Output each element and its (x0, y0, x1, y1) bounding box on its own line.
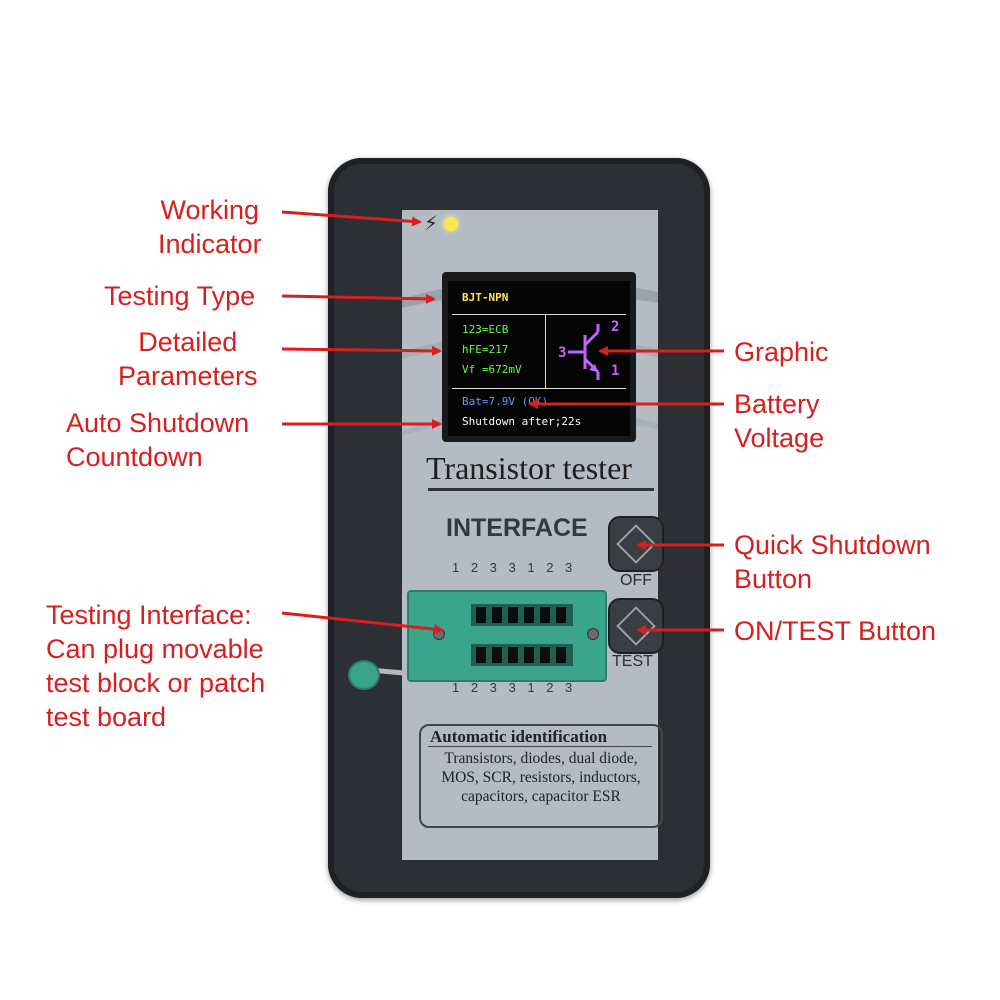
screen-param: 123=ECB (462, 323, 509, 336)
label-testing-interface: Testing Interface: Can plug movable test… (46, 598, 265, 734)
label-quick-shutdown: Quick Shutdown Button (734, 528, 931, 596)
label-line: Graphic (734, 337, 829, 367)
socket-lever[interactable] (348, 660, 380, 690)
label-line: Countdown (66, 442, 203, 472)
label-detailed-parameters: Detailed Parameters (118, 325, 258, 393)
auto-id-title: Automatic identification (430, 727, 608, 746)
diamond-icon (616, 524, 656, 564)
transistor-symbol-icon (568, 324, 600, 380)
label-line: test block or patch (46, 668, 266, 698)
auto-id-line: MOS, SCR, resistors, inductors, (441, 769, 641, 786)
working-led (444, 217, 458, 231)
label-line: test board (46, 702, 167, 732)
label-line: Can plug movable (46, 634, 264, 664)
socket-row (471, 644, 573, 666)
label-on-test: ON/TEST Button (734, 614, 936, 648)
label-line: Detailed (138, 327, 238, 357)
auto-id-body: Transistors, diodes, dual diode, MOS, SC… (424, 749, 658, 806)
screen-type: BJT-NPN (462, 291, 509, 304)
label-line: Indicator (158, 229, 262, 259)
screen-battery: Bat=7.9V (OK) (462, 395, 549, 408)
lcd-screen: BJT-NPN 123=ECB hFE=217 Vf =672mV 2 3 1 … (448, 281, 630, 436)
screen-param: hFE=217 (462, 343, 509, 356)
zif-socket[interactable] (407, 590, 607, 682)
off-label: OFF (620, 572, 652, 589)
screw-icon (587, 628, 599, 640)
screw-icon (433, 628, 445, 640)
label-line: Auto Shutdown (66, 408, 250, 438)
screen-shutdown: Shutdown after;22s (462, 415, 582, 428)
title-underline (428, 488, 654, 491)
screen-param: Vf =672mV (462, 363, 522, 376)
test-button[interactable] (608, 598, 664, 654)
device-title: Transistor tester (426, 450, 632, 486)
pin-numbers-top: 1 2 3 3 1 2 3 (452, 560, 577, 575)
label-line: Testing Type (104, 281, 256, 311)
label-line: Battery (734, 389, 820, 419)
auto-id-line: capacitors, capacitor ESR (461, 788, 621, 805)
label-battery-voltage: Battery Voltage (734, 387, 824, 455)
label-line: Testing Interface: (46, 600, 252, 630)
label-auto-shutdown: Auto Shutdown Countdown (66, 406, 249, 474)
label-line: ON/TEST Button (734, 616, 937, 646)
label-testing-type: Testing Type (104, 279, 255, 313)
label-line: Parameters (118, 361, 258, 391)
pin-numbers-bottom: 1 2 3 3 1 2 3 (452, 680, 577, 695)
auto-id-box (419, 724, 663, 828)
diamond-icon (616, 606, 656, 646)
auto-id-divider (428, 746, 652, 747)
interface-label: INTERFACE (446, 514, 588, 542)
symbol-pin: 1 (611, 363, 620, 379)
label-line: Voltage (734, 423, 825, 453)
label-line: Working (160, 195, 260, 225)
label-line: Button (734, 564, 813, 594)
test-label: TEST (612, 653, 653, 670)
symbol-pin: 2 (611, 319, 620, 335)
label-working-indicator: Working Indicator (158, 193, 262, 261)
off-button[interactable] (608, 516, 664, 572)
symbol-pin: 3 (558, 345, 567, 361)
auto-id-line: Transistors, diodes, dual diode, (444, 750, 638, 767)
label-line: Quick Shutdown (734, 530, 931, 560)
socket-row (471, 604, 573, 626)
label-graphic: Graphic (734, 335, 829, 369)
lightning-icon: ⚡︎ (424, 213, 439, 235)
